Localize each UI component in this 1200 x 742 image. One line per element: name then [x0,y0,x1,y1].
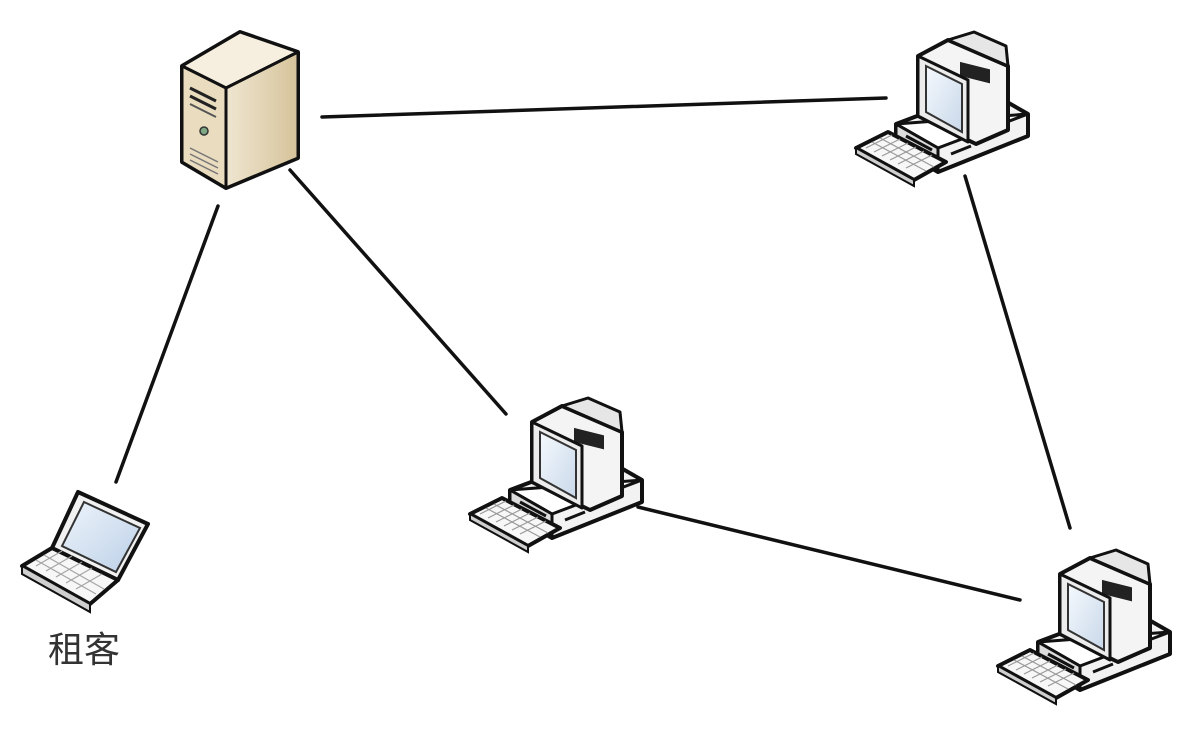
edge-server-pc-center [288,168,508,416]
edge-pc-center-pc-bottom-right [636,505,1022,602]
server-icon[interactable] [180,30,300,190]
edge-server-pc-top-right [320,96,888,119]
desktop-computer-icon-center[interactable] [468,396,644,554]
laptop-label: 租客 [48,630,120,671]
edge-pc-top-right-pc-bottom-right [963,174,1072,530]
desktop-computer-icon-top-right[interactable] [854,30,1030,188]
connections [114,96,1072,602]
laptop-icon[interactable] [20,490,150,614]
desktop-computer-icon-bottom-right[interactable] [996,548,1172,706]
edge-server-laptop [114,204,220,484]
